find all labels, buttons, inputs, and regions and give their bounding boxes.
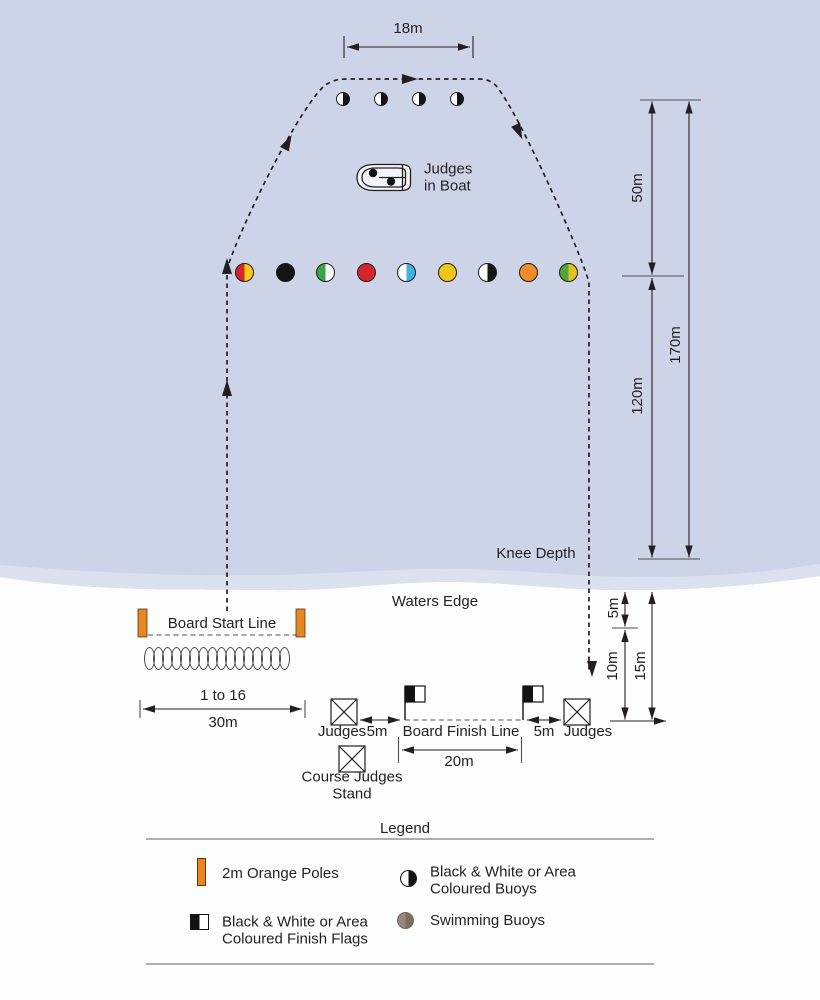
start-pole-left xyxy=(137,608,148,638)
buoy xyxy=(412,92,426,106)
buoy xyxy=(356,263,376,282)
buoy xyxy=(275,263,295,282)
top-buoy-row xyxy=(336,92,464,106)
judges-box-left xyxy=(330,698,358,726)
water-area xyxy=(0,0,820,591)
board-finish-line-label: Board Finish Line xyxy=(402,722,520,740)
dim-50m-label: 50m xyxy=(628,173,646,203)
dim-5m-left-label: 5m xyxy=(366,722,388,740)
dim-5m-beach-label: 5m xyxy=(604,597,622,619)
swimming-buoy-swatch-icon xyxy=(397,912,414,929)
dim-30m-lines xyxy=(139,700,306,718)
dim-170m-label: 170m xyxy=(666,326,684,364)
course-direction-arrows xyxy=(222,74,597,677)
dim-18m-lines xyxy=(343,36,474,58)
buoy xyxy=(316,263,335,282)
board-oval xyxy=(279,647,290,670)
dim-20m-lines xyxy=(397,737,523,763)
orange-pole-swatch-icon xyxy=(197,858,206,886)
start-pole-right xyxy=(295,608,306,638)
legend-title: Legend xyxy=(379,819,431,837)
dim-15m-label: 15m xyxy=(631,651,649,681)
board-range-label: 1 to 16 xyxy=(200,686,246,704)
buoy xyxy=(336,92,350,106)
dim-offshore-lines xyxy=(622,99,701,560)
shore-foam-band xyxy=(0,564,820,591)
bw-buoy-swatch-icon xyxy=(400,870,417,887)
buoy xyxy=(397,263,416,282)
finish-flag-left xyxy=(404,685,426,720)
judges-left-label: Judges xyxy=(317,722,367,740)
knee-depth-label: Knee Depth xyxy=(496,544,576,562)
buoy xyxy=(235,263,254,282)
buoy xyxy=(478,263,497,282)
mid-buoy-row xyxy=(235,263,578,282)
judges-right-label: Judges xyxy=(563,722,613,740)
buoy xyxy=(559,263,578,282)
buoy xyxy=(450,92,464,106)
board-row xyxy=(144,647,290,670)
judges-box-right xyxy=(563,698,591,726)
dim-10m-label: 10m xyxy=(603,651,621,681)
dim-30m-label: 30m xyxy=(208,713,238,731)
dim-120m-label: 120m xyxy=(628,377,646,415)
dim-20m-label: 20m xyxy=(444,752,474,770)
buoy xyxy=(518,263,538,282)
buoy xyxy=(374,92,388,106)
dim-18m-label: 18m xyxy=(393,19,423,37)
legend-swim-label: Swimming Buoys xyxy=(430,911,546,929)
board-start-line-label: Board Start Line xyxy=(167,614,277,632)
judges-boat-icon xyxy=(356,163,412,192)
course-judges-stand-box xyxy=(338,745,366,773)
dim-offshore-arrows xyxy=(648,101,693,558)
legend-pole-label: 2m Orange Poles xyxy=(222,864,339,882)
buoy xyxy=(437,263,457,282)
finish-flag-right xyxy=(522,685,544,720)
dim-5m-right-label: 5m xyxy=(533,722,555,740)
dim-beach-arrows xyxy=(610,592,666,725)
waters-edge-label: Waters Edge xyxy=(391,592,479,610)
finish-flag-swatch-icon xyxy=(190,914,209,930)
